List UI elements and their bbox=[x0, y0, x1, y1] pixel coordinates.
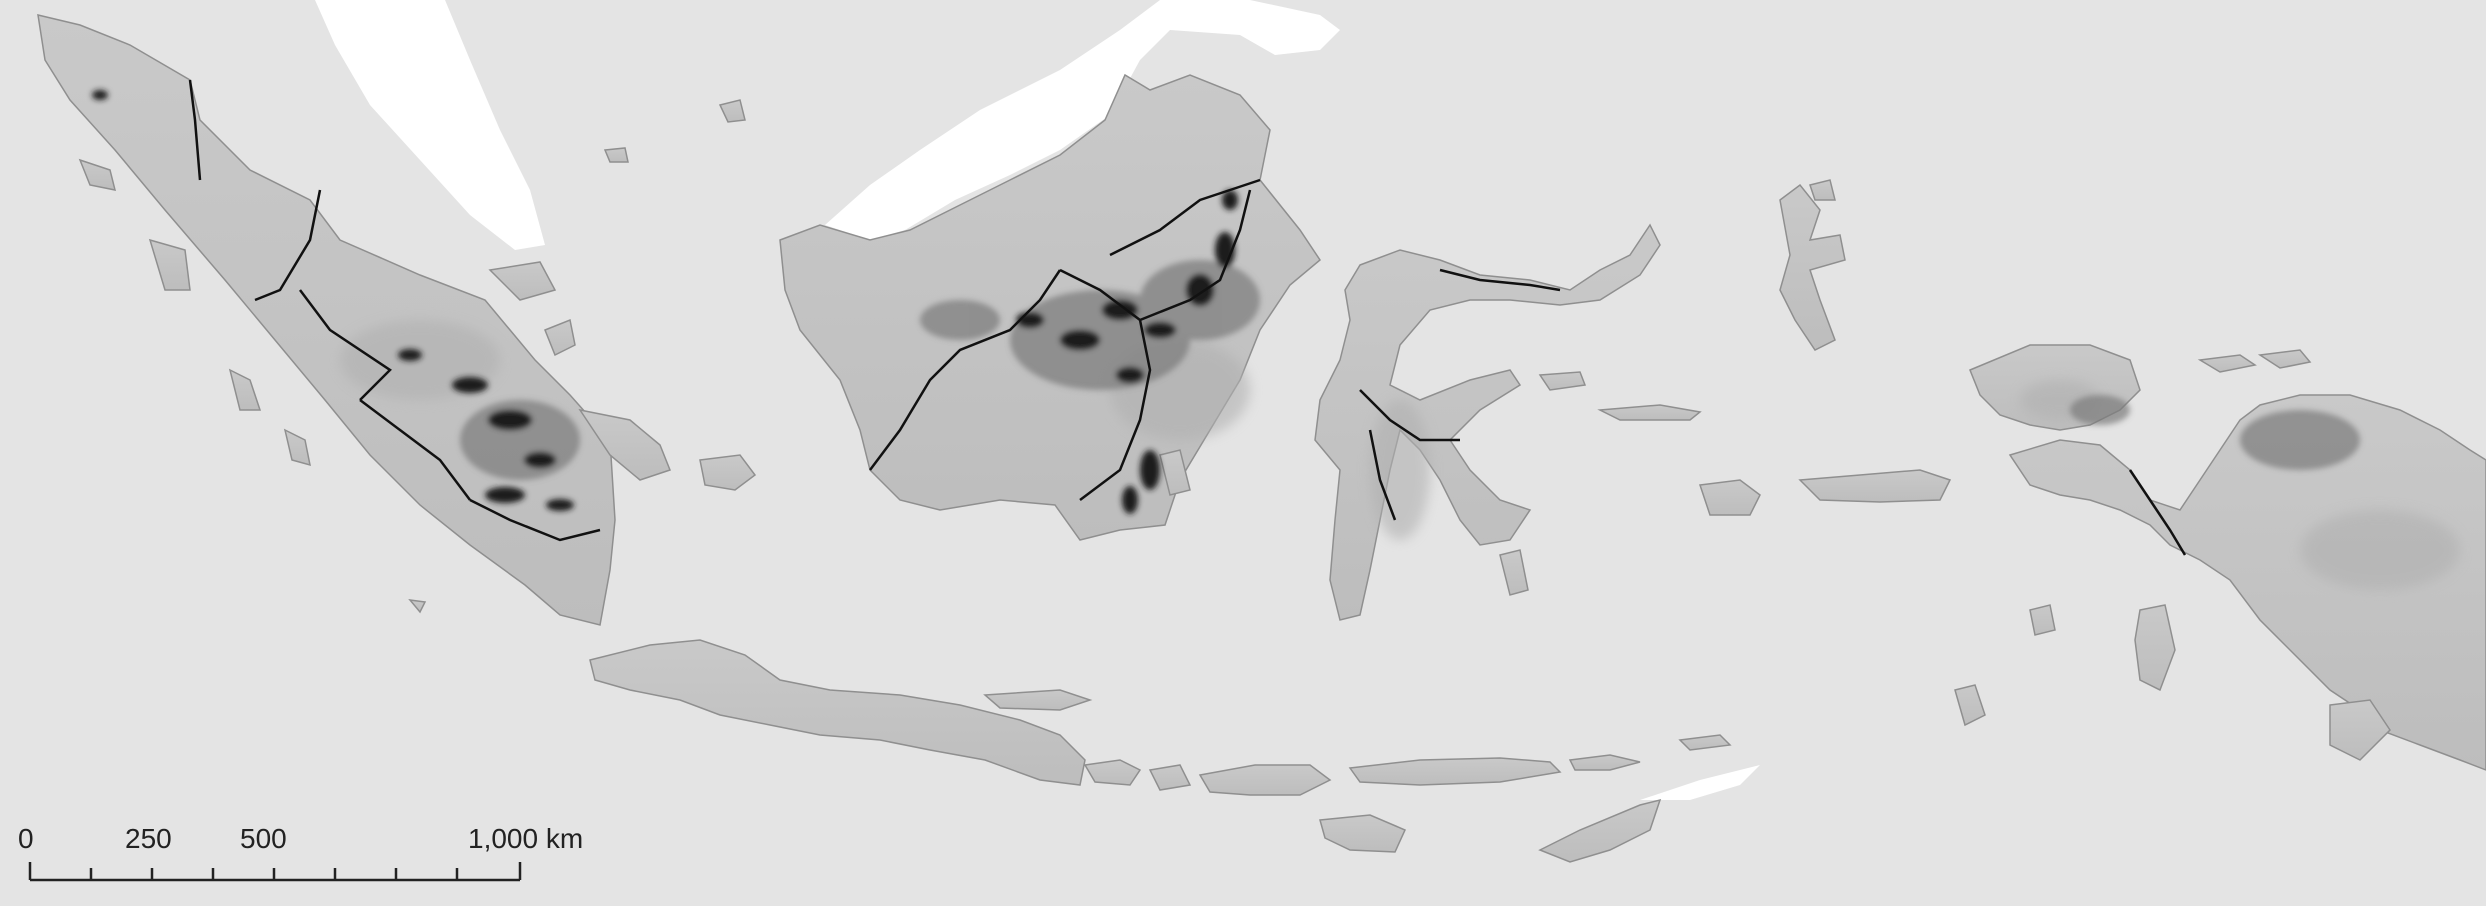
mentawai-b bbox=[283, 428, 311, 467]
riau-islands-a bbox=[488, 261, 557, 301]
malay-peninsula bbox=[315, 0, 545, 250]
morotai bbox=[1809, 179, 1836, 201]
nias bbox=[148, 238, 191, 291]
boundary-papua bbox=[2128, 469, 2187, 556]
boundary-sulteng bbox=[1439, 268, 1561, 292]
seram bbox=[1798, 469, 1952, 503]
yapen bbox=[2197, 354, 2257, 373]
boundary-kalteng bbox=[1059, 268, 1152, 501]
boundary-sultra bbox=[1368, 429, 1397, 521]
simeulue bbox=[78, 158, 117, 191]
kei bbox=[2029, 604, 2056, 636]
boundary-sulsel bbox=[1359, 389, 1460, 442]
province-boundaries bbox=[188, 79, 2187, 556]
biak bbox=[2257, 349, 2312, 369]
papua-main bbox=[2008, 394, 2486, 771]
flores bbox=[1348, 757, 1562, 786]
boundary-riau bbox=[299, 289, 392, 401]
boundary-kalbar bbox=[869, 269, 1062, 471]
boundary-sumut bbox=[254, 189, 322, 302]
scale-label-500: 500 bbox=[240, 823, 287, 854]
belitung bbox=[699, 454, 757, 491]
bangka bbox=[578, 408, 671, 481]
tanimbar bbox=[1954, 684, 1986, 727]
java bbox=[589, 639, 1086, 786]
halmahera bbox=[1779, 183, 1846, 351]
banggai bbox=[1538, 371, 1587, 391]
timor bbox=[1538, 798, 1662, 863]
sumatra bbox=[37, 14, 616, 626]
laut-island bbox=[1159, 449, 1191, 496]
lombok bbox=[1148, 764, 1192, 791]
enggano bbox=[408, 599, 427, 614]
sumba bbox=[1319, 814, 1406, 853]
wetar bbox=[1678, 734, 1732, 751]
scale-bar-line bbox=[28, 862, 522, 882]
buru bbox=[1698, 479, 1761, 516]
madura bbox=[983, 689, 1093, 711]
boundary-sumbar bbox=[359, 399, 471, 501]
boundary-kaltim bbox=[1139, 189, 1252, 322]
sula bbox=[1597, 404, 1702, 421]
boundary-jambi bbox=[469, 498, 601, 542]
hotspot-clusters bbox=[92, 90, 2360, 514]
scale-label-0: 0 bbox=[18, 823, 34, 854]
boundary-aceh bbox=[188, 79, 202, 181]
sumbawa bbox=[1198, 764, 1332, 796]
boundary-kaltara bbox=[1109, 178, 1261, 257]
bali bbox=[1083, 759, 1142, 786]
riau-islands-b bbox=[544, 318, 576, 357]
east-timor bbox=[1640, 765, 1760, 800]
alor-chain bbox=[1568, 754, 1641, 771]
dolak bbox=[2329, 699, 2391, 761]
aru bbox=[2134, 604, 2176, 692]
scale-label-250: 250 bbox=[125, 823, 172, 854]
anambas bbox=[603, 147, 629, 163]
natuna bbox=[718, 99, 746, 123]
scale-label-1000km: 1,000 km bbox=[468, 823, 583, 854]
neighbouring-land bbox=[315, 0, 1760, 800]
scale-bar: 0 250 500 1,000 km bbox=[18, 823, 583, 882]
buton bbox=[1499, 549, 1529, 596]
mentawai-a bbox=[228, 368, 262, 411]
north-borneo bbox=[825, 0, 1340, 240]
